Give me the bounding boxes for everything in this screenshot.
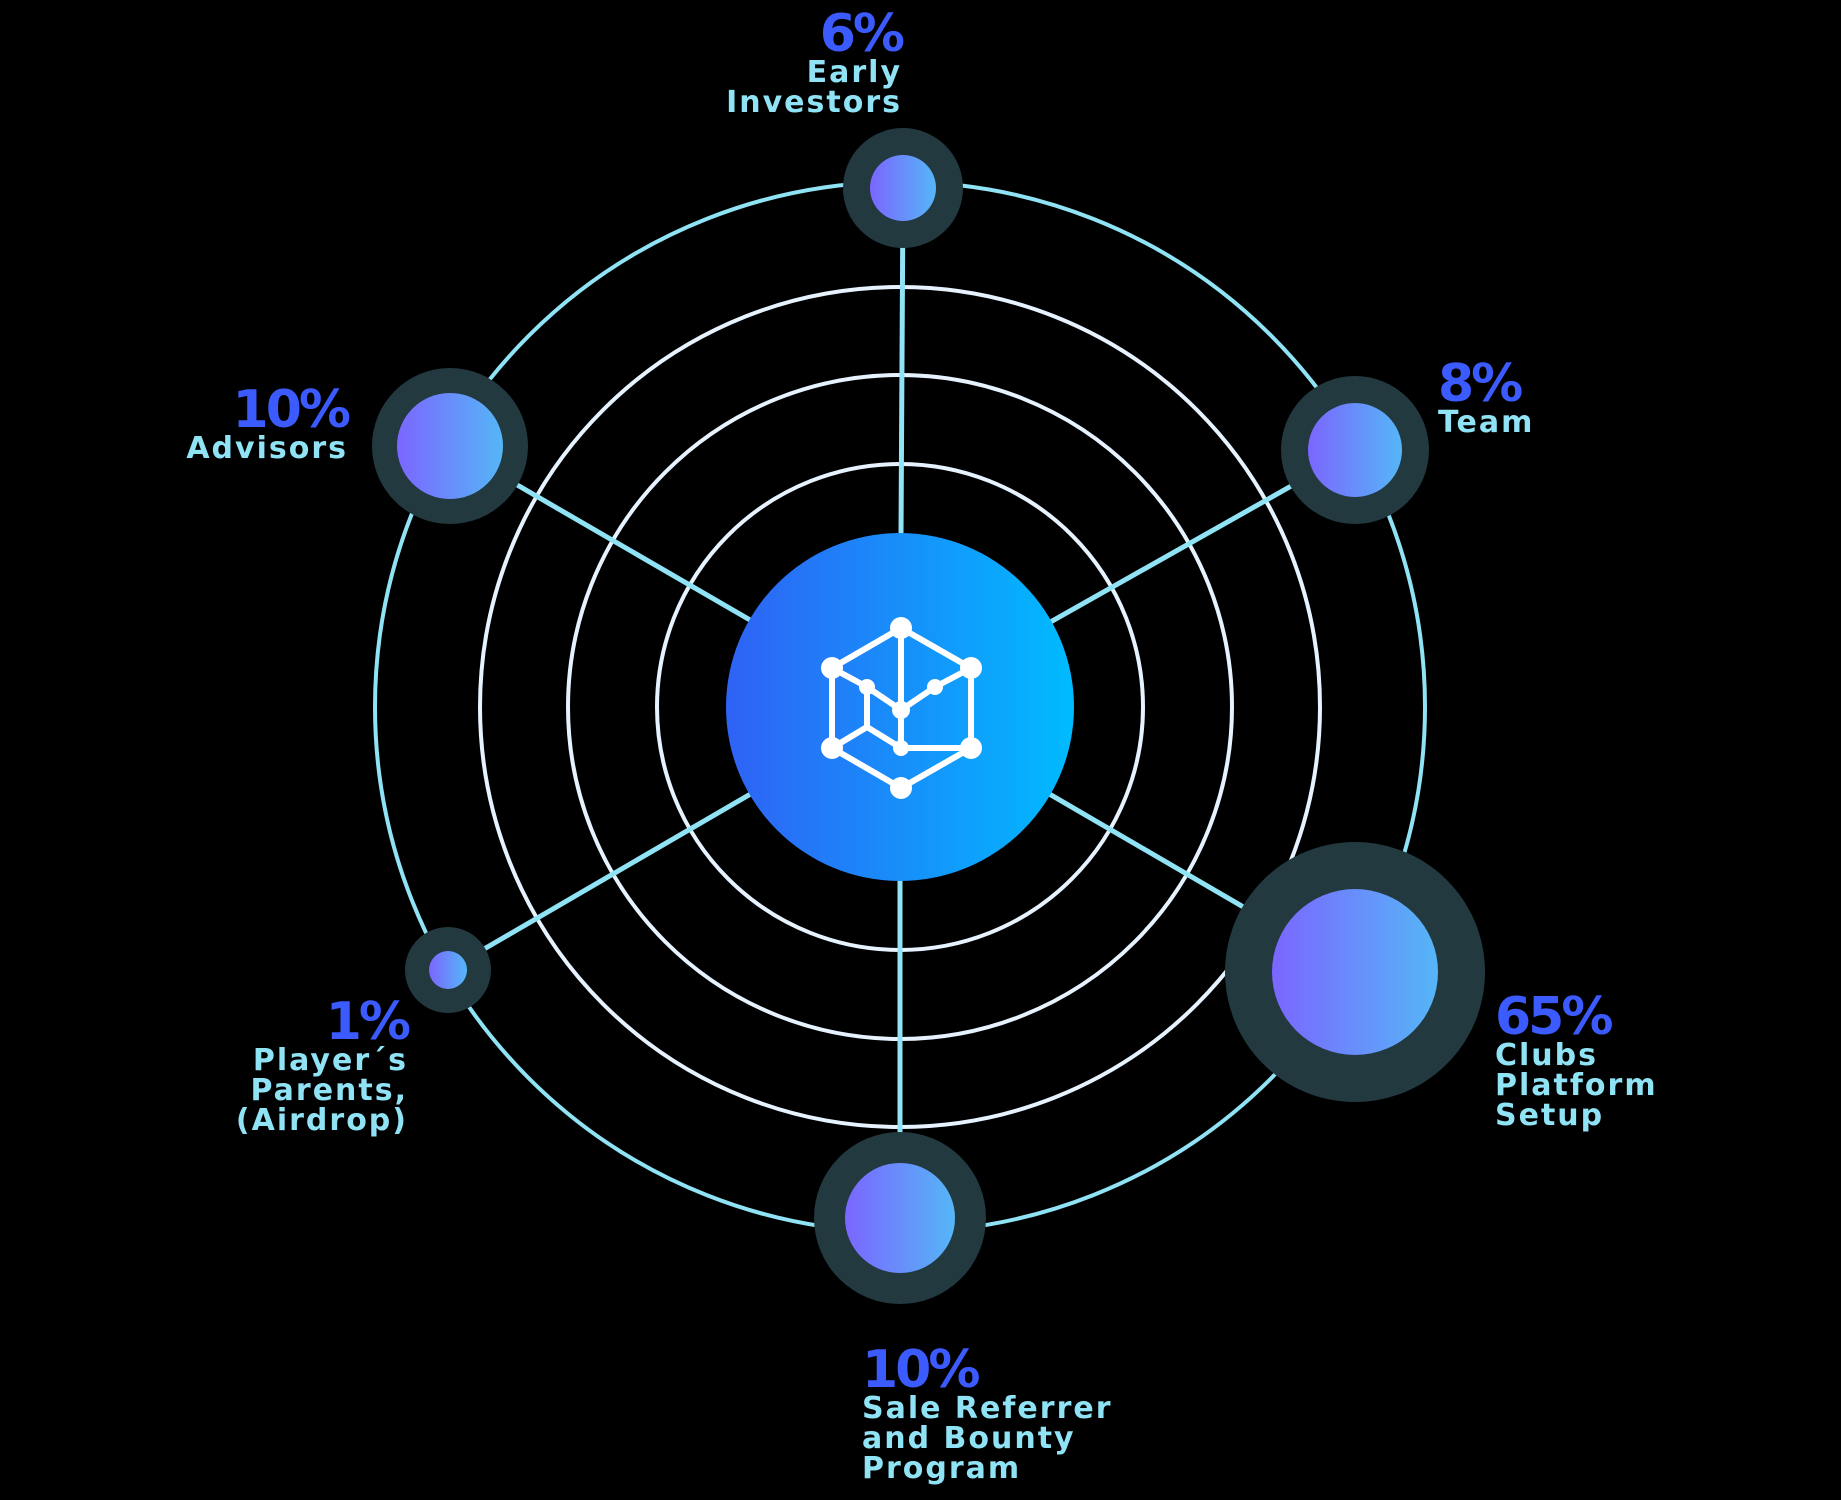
node-early-investors [843,128,963,248]
name-players-parents: Player´s Parents, (Airdrop) [235,1043,408,1138]
node-disc [1308,403,1402,497]
network-cube-icon [821,617,982,799]
percent-early-investors: 6% [819,4,905,64]
name-team: Team [1438,405,1535,440]
node-disc [1272,889,1438,1055]
name-early-investors: Early Investors [726,55,902,120]
node-clubs-platform-setup [1225,842,1485,1102]
node-disc [845,1163,955,1273]
name-advisors: Advisors [186,431,348,466]
name-clubs-platform-setup: Clubs Platform Setup [1495,1038,1658,1133]
percent-advisors: 10% [232,380,351,440]
percent-sale-referrer-bounty: 10% [862,1340,980,1400]
node-disc [397,393,503,499]
percent-clubs-platform-setup: 65% [1495,987,1613,1047]
percent-team: 8% [1438,354,1523,414]
node-team [1281,376,1429,524]
node-sale-referrer-bounty [814,1132,986,1304]
label-advisors: 10% Advisors [150,380,351,466]
label-sale-referrer-bounty: 10% Sale Referrer and Bounty Program [862,1340,1222,1486]
node-disc [429,951,467,989]
node-players-parents [405,927,491,1013]
node-advisors [372,368,528,524]
label-players-parents: 1% Player´s Parents, (Airdrop) [200,992,411,1138]
label-early-investors: 6% Early Investors [700,4,905,120]
percent-players-parents: 1% [325,992,411,1052]
name-sale-referrer-bounty: Sale Referrer and Bounty Program [862,1391,1113,1486]
label-team: 8% Team [1438,354,1688,440]
node-disc [870,155,936,221]
label-clubs-platform-setup: 65% Clubs Platform Setup [1495,987,1795,1133]
